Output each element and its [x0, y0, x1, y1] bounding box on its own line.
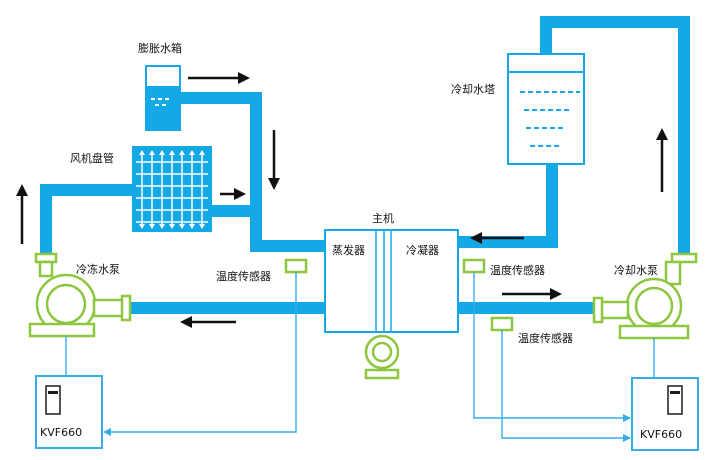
- fan-coil: 风机盘管: [70, 146, 212, 232]
- cooling-water-pump: [592, 252, 698, 340]
- pipe-tower-down: [546, 162, 558, 248]
- flow-arrow-right-bottom: [502, 288, 562, 300]
- pipe-tower-top: [540, 16, 690, 28]
- expansion-tank-label: 膨胀水箱: [138, 41, 182, 55]
- pipe-left-vertical: [40, 184, 52, 256]
- flow-arrow-right-top: [188, 72, 250, 84]
- flow-arrow-right-fancoil: [220, 188, 246, 200]
- signal-sensor2-to-vfd: [473, 272, 631, 422]
- signal-wires: [65, 272, 655, 442]
- chilled-pump-label: 冷冻水泵: [76, 262, 120, 276]
- pipe-tower-right: [678, 16, 690, 256]
- main-unit: 主机 蒸发器 冷凝器: [324, 211, 459, 380]
- evaporator-label: 蒸发器: [332, 243, 365, 257]
- condenser-label: 冷凝器: [406, 243, 439, 257]
- compressor: [364, 334, 400, 380]
- temp-sensor-1: 温度传感器: [216, 258, 308, 283]
- chilled-water-pump: [28, 252, 132, 338]
- cooling-tower-label: 冷却水塔: [451, 83, 495, 96]
- pipe-condenser-bottom: [458, 302, 598, 314]
- fan-coil-label: 风机盘管: [70, 151, 114, 165]
- flow-arrows: [16, 72, 668, 328]
- pipe-expansion-top: [180, 92, 262, 104]
- flow-arrow-left-condenser: [470, 232, 524, 244]
- flow-arrow-left-bottom: [180, 316, 236, 328]
- flow-arrow-up-right: [656, 128, 668, 192]
- vfd-left: KVF660: [35, 375, 103, 449]
- temp-sensor-3: 温度传感器: [490, 316, 573, 345]
- signal-sensor1-to-vfd: [103, 272, 297, 436]
- vfd-right: KVF660: [631, 377, 699, 451]
- pipe-fancoil-left: [40, 184, 136, 196]
- temp-sensor-2-label: 温度传感器: [490, 263, 545, 277]
- flow-arrow-down: [268, 130, 280, 190]
- flow-arrow-up-left: [16, 184, 28, 244]
- cooling-tower: 冷却水塔: [451, 53, 585, 165]
- pipe-chilled-return: [130, 302, 326, 314]
- cooling-pump-label: 冷却水泵: [614, 264, 658, 277]
- signal-sensor3-to-vfd: [501, 330, 631, 442]
- pipe-to-evaporator: [250, 240, 325, 252]
- pipe-network: [40, 16, 690, 314]
- vfd-left-label: KVF660: [40, 426, 82, 439]
- expansion-tank: 膨胀水箱: [138, 41, 182, 131]
- temp-sensor-2: 温度传感器: [462, 258, 545, 277]
- vfd-right-label: KVF660: [640, 428, 682, 441]
- pipe-expansion-down: [250, 92, 262, 252]
- temp-sensor-1-label: 温度传感器: [216, 269, 271, 283]
- temp-sensor-3-label: 温度传感器: [518, 331, 573, 345]
- pipe-fancoil-right: [212, 205, 252, 217]
- main-unit-label: 主机: [372, 211, 394, 225]
